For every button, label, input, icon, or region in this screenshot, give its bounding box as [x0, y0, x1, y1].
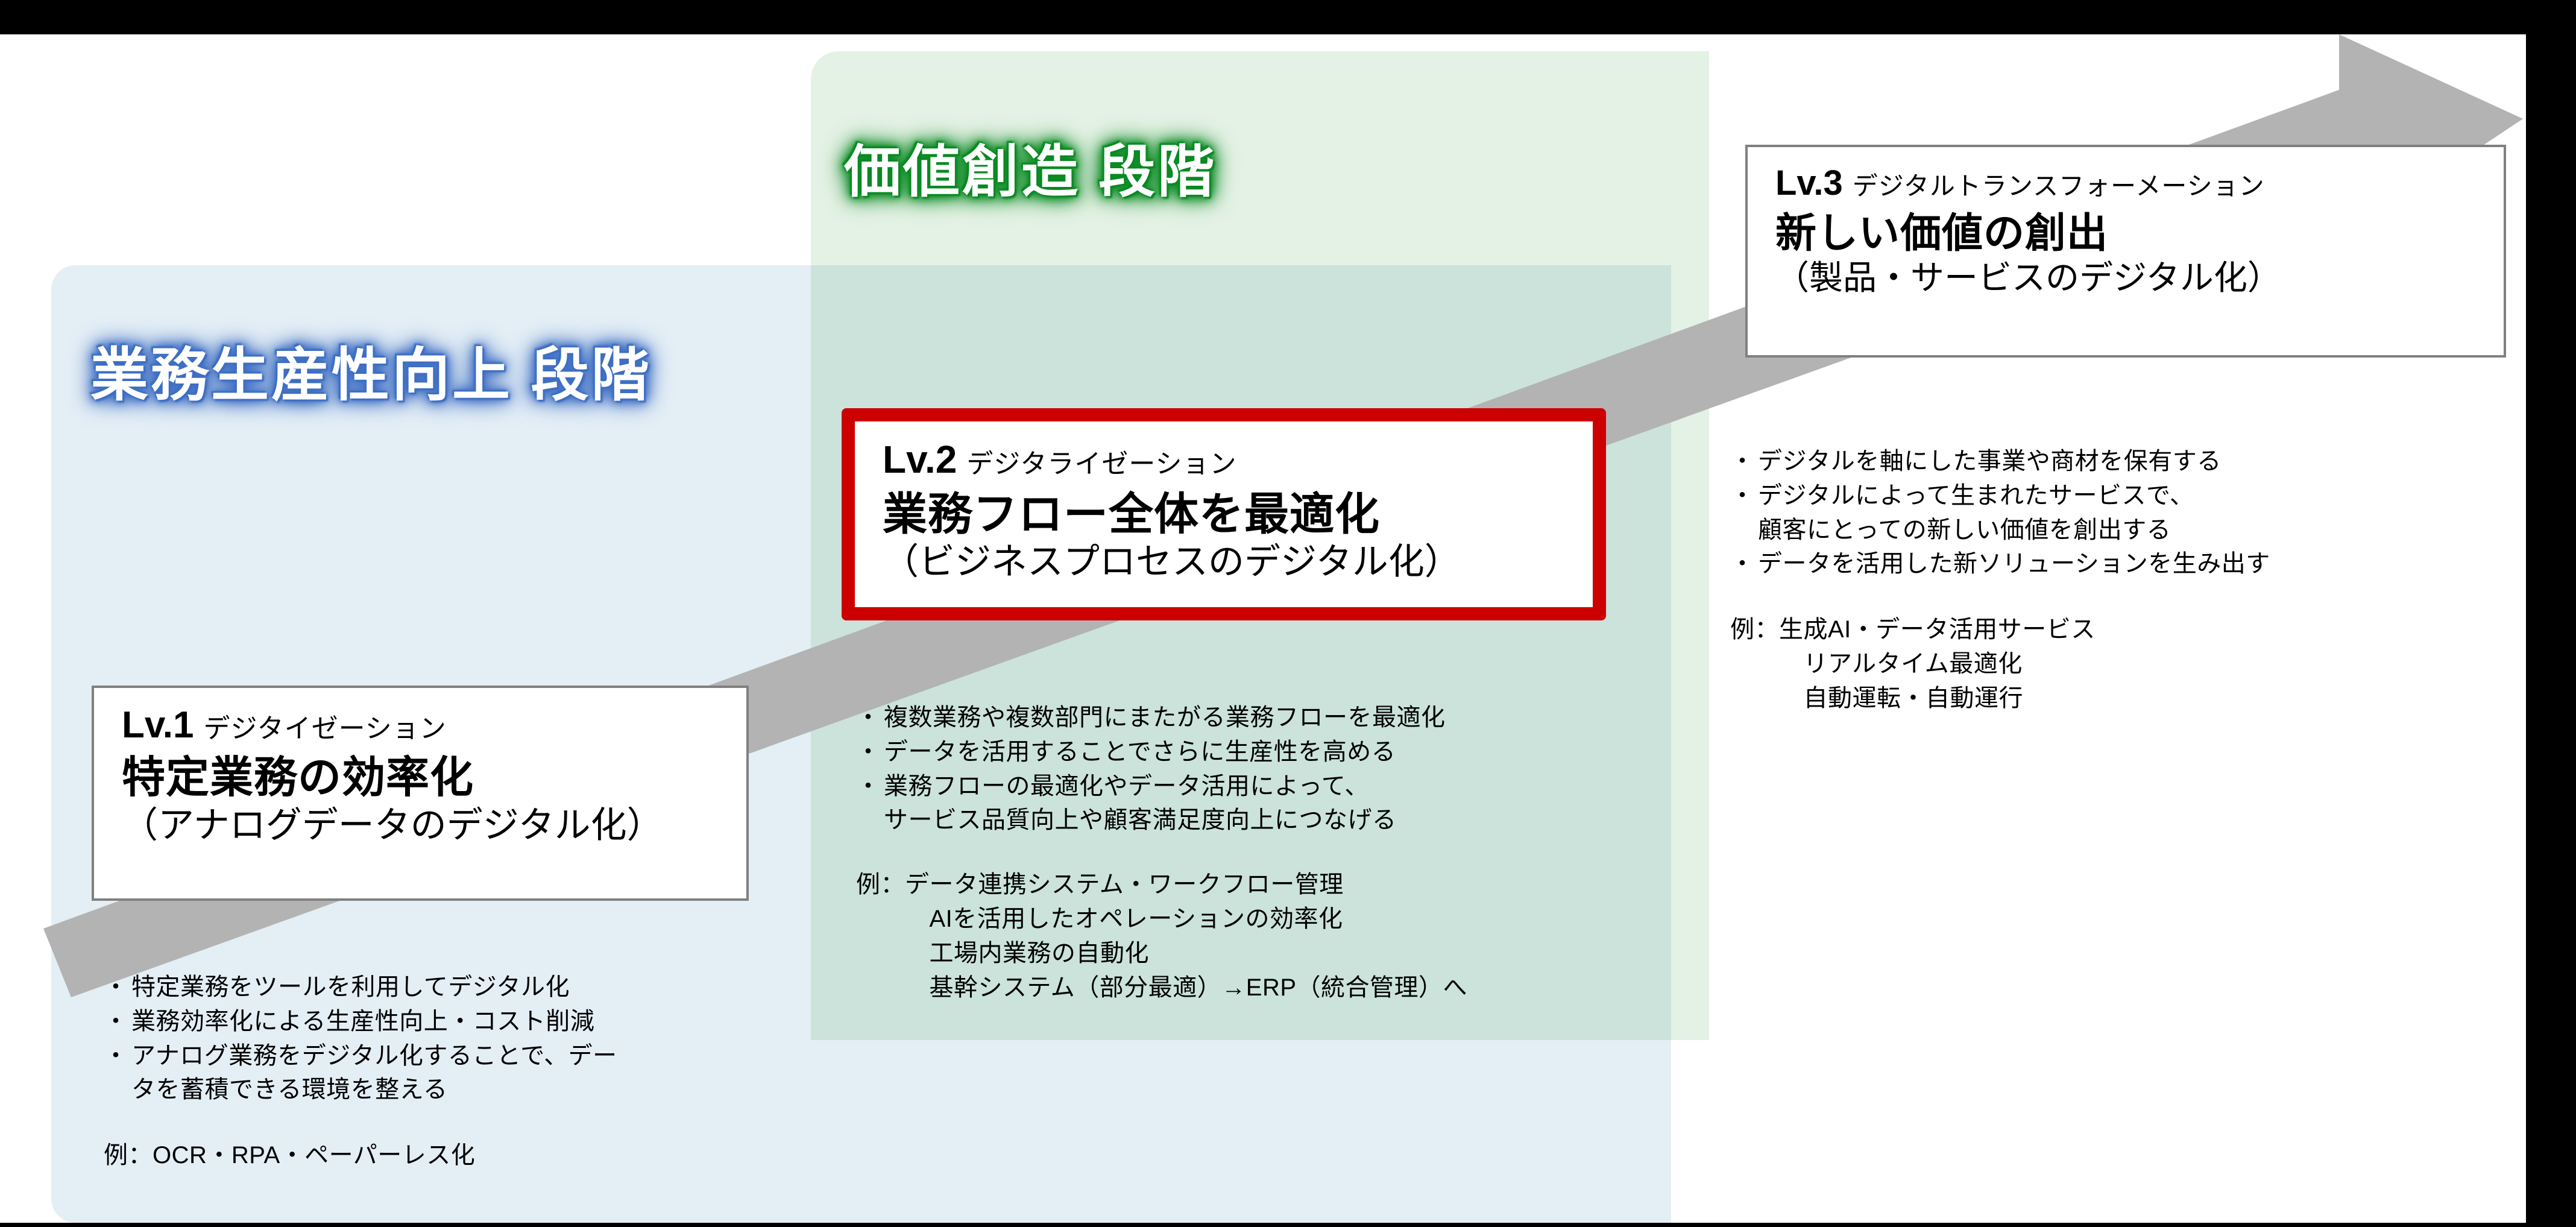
- list-item-text: アナログ業務をデジタル化することで、デー タを蓄積できる環境を整える: [131, 1042, 617, 1103]
- list-item-text: デジタルを軸にした事業や商材を保有する: [1758, 448, 2222, 475]
- level-card-lv1[interactable]: Lv.1 デジタイゼーション 特定業務の効率化 （アナログデータのデジタル化）: [92, 686, 749, 901]
- lv2-number: Lv.2: [883, 438, 957, 481]
- bullet-marker-icon: ・: [1730, 550, 1755, 578]
- bullet-marker-icon: ・: [104, 974, 128, 1000]
- level-card-lv3[interactable]: Lv.3 デジタルトランスフォーメーション 新しい価値の創出 （製品・サービスのデ…: [1745, 145, 2506, 358]
- list-item: ・ 業務効率化による生産性向上・コスト削減: [104, 1005, 797, 1039]
- stage-title-productivity: 業務生産性向上 段階: [90, 343, 652, 408]
- list-item-text: 特定業務をツールを利用してデジタル化: [131, 974, 570, 1000]
- bullet-marker-icon: ・: [856, 704, 881, 731]
- slide-canvas: 業務生産性向上 段階 価値創造 段階 Lv.1 デジタイゼーション 特定業務の効率…: [0, 34, 2526, 1223]
- lv2-detail-list: ・ 複数業務や複数部門にまたがる業務フローを最適化 ・ データを活用することでさ…: [856, 701, 1658, 1005]
- lv2-heading: Lv.2 デジタライゼーション: [883, 437, 1569, 482]
- lv1-example-text: 例：OCR・RPA・ペーパーレス化: [104, 1142, 476, 1169]
- list-item-text: データを活用した新ソリューションを生み出す: [1758, 550, 2270, 578]
- list-item: ・ デジタルを軸にした事業や商材を保有する: [1730, 444, 2502, 479]
- list-item: ・ データを活用した新ソリューションを生み出す: [1730, 547, 2502, 581]
- lv1-detail-list: ・ 特定業務をツールを利用してデジタル化 ・ 業務効率化による生産性向上・コスト…: [104, 970, 797, 1173]
- lv2-subtitle: （ビジネスプロセスのデジタル化）: [883, 541, 1461, 582]
- lv3-heading: Lv.3 デジタルトランスフォーメーション: [1775, 163, 2480, 203]
- bullet-marker-icon: ・: [856, 772, 881, 800]
- list-item-text: デジタルによって生まれたサービスで、 顧客にとっての新しい価値を創出する: [1758, 482, 2194, 543]
- list-item: ・ 業務フローの最適化やデータ活用によって、 サービス品質向上や顧客満足度向上に…: [856, 769, 1658, 838]
- lv2-english-term: デジタライゼーション: [966, 449, 1237, 479]
- list-item: ・ 特定業務をツールを利用してデジタル化: [104, 970, 797, 1005]
- bullet-marker-icon: ・: [104, 1008, 128, 1035]
- lv1-english-term: デジタイゼーション: [203, 714, 447, 743]
- list-item-text: データを活用することでさらに生産性を高める: [884, 738, 1396, 765]
- lv1-subtitle: （アナログデータのデジタル化）: [122, 804, 663, 845]
- lv2-main-title: 業務フロー全体を最適化: [883, 489, 1380, 539]
- lv3-main-title: 新しい価値の創出: [1775, 210, 2109, 256]
- bullet-marker-icon: ・: [1730, 482, 1755, 509]
- list-item-text: 業務フローの最適化やデータ活用によって、 サービス品質向上や顧客満足度向上につな…: [884, 772, 1397, 834]
- list-item: ・ デジタルによって生まれたサービスで、 顧客にとっての新しい価値を創出する: [1730, 479, 2502, 547]
- list-item-text: 複数業務や複数部門にまたがる業務フローを最適化: [884, 704, 1446, 731]
- lv2-example-text: 例：データ連携システム・ワークフロー管理 AIを活用したオペレーションの効率化 …: [856, 871, 1468, 1001]
- lv3-detail-list: ・ デジタルを軸にした事業や商材を保有する ・ デジタルによって生まれたサービス…: [1730, 444, 2502, 716]
- list-item-text: 業務効率化による生産性向上・コスト削減: [131, 1008, 595, 1035]
- lv3-number: Lv.3: [1775, 163, 1843, 203]
- lv3-example-text: 例：生成AI・データ活用サービス リアルタイム最適化 自動運転・自動運行: [1730, 616, 2096, 711]
- lv3-english-term: デジタルトランスフォーメーション: [1852, 172, 2265, 200]
- list-item: ・ アナログ業務をデジタル化することで、デー タを蓄積できる環境を整える: [104, 1039, 797, 1108]
- list-item: ・ データを活用することでさらに生産性を高める: [856, 735, 1658, 769]
- level-card-lv2[interactable]: Lv.2 デジタライゼーション 業務フロー全体を最適化 （ビジネスプロセスのデジタ…: [842, 408, 1606, 620]
- lv1-number: Lv.1: [122, 704, 194, 746]
- lv1-main-title: 特定業務の効率化: [122, 754, 474, 802]
- bullet-marker-icon: ・: [856, 738, 881, 765]
- lv3-subtitle: （製品・サービスのデジタル化）: [1775, 259, 2281, 297]
- bullet-marker-icon: ・: [1730, 448, 1755, 475]
- lv1-heading: Lv.1 デジタイゼーション: [122, 704, 722, 746]
- list-item: ・ 複数業務や複数部門にまたがる業務フローを最適化: [856, 701, 1658, 735]
- stage-title-value-creation: 価値創造 段階: [844, 140, 1217, 203]
- bullet-marker-icon: ・: [104, 1042, 128, 1069]
